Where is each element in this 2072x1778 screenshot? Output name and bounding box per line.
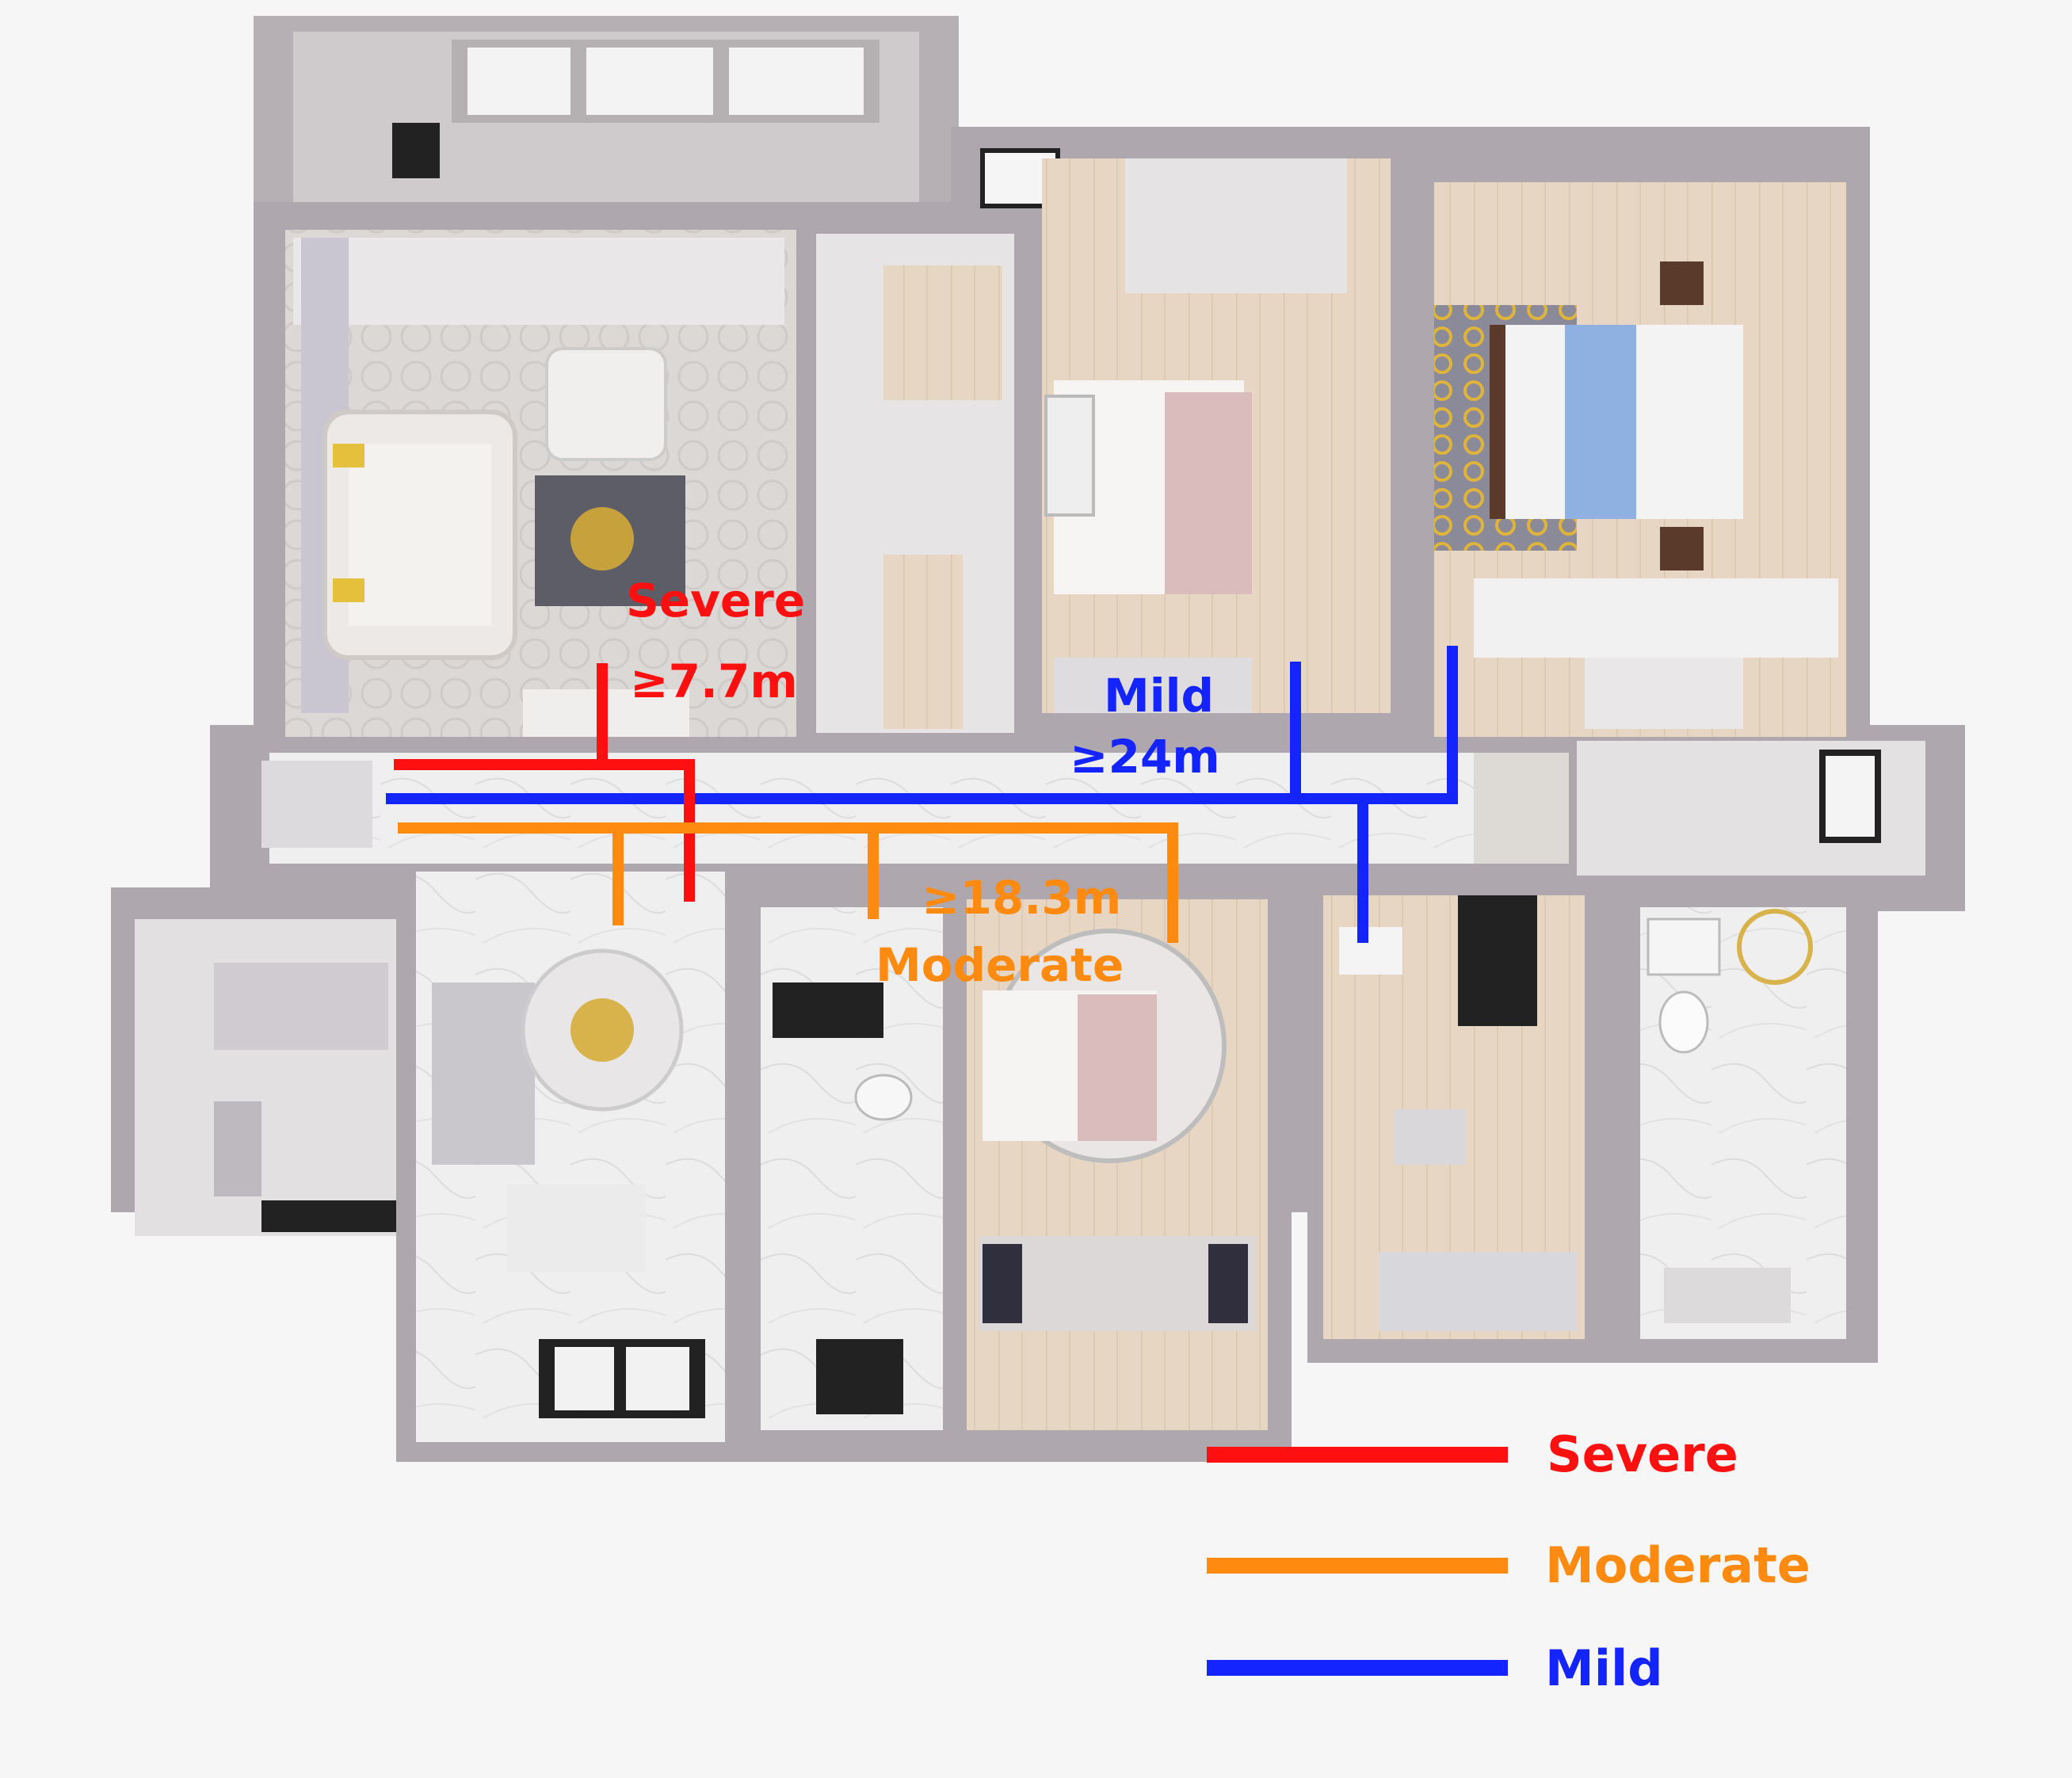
evacuation-paths xyxy=(386,646,1458,943)
bedroom-master xyxy=(1434,182,1846,737)
moderate-label: Moderate xyxy=(876,938,1124,992)
mild-label: Mild xyxy=(1104,669,1214,723)
severe-label: Severe xyxy=(626,574,805,628)
main-corridor xyxy=(261,741,1925,876)
bathroom-left xyxy=(761,907,943,1430)
path-mild-main xyxy=(386,646,1458,804)
path-moderate-main xyxy=(398,822,1178,943)
bedroom-middle xyxy=(1042,158,1391,713)
dining-room xyxy=(416,872,725,1442)
severe-distance: ≥7.7m xyxy=(630,654,798,708)
path-annotations: Severe ≥7.7m Mild ≥24m ≥18.3m Moderate xyxy=(626,574,1220,992)
path-mild xyxy=(386,646,1458,943)
legend-label-moderate: Moderate xyxy=(1545,1536,1811,1594)
bathroom-right xyxy=(1640,907,1846,1339)
path-moderate xyxy=(398,822,1178,943)
rooms xyxy=(135,32,1925,1442)
bedroom-bottom xyxy=(967,899,1268,1430)
path-severe xyxy=(394,663,695,902)
top-balcony xyxy=(293,32,1060,208)
legend-label-mild: Mild xyxy=(1545,1639,1663,1697)
path-severe-main xyxy=(394,759,695,902)
study-room xyxy=(1323,895,1585,1339)
living-room xyxy=(285,230,796,737)
kitchen xyxy=(135,919,396,1236)
storage-column xyxy=(816,234,1014,733)
moderate-distance: ≥18.3m xyxy=(922,871,1121,925)
legend-label-severe: Severe xyxy=(1547,1425,1738,1483)
mild-distance: ≥24m xyxy=(1070,730,1220,784)
legend: Severe Moderate Mild xyxy=(1207,1425,1811,1697)
